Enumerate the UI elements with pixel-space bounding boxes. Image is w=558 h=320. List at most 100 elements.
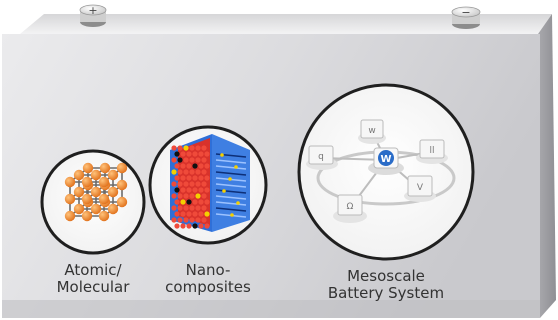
nano-particle [177, 205, 183, 211]
lattice-atom [64, 176, 76, 188]
nano-particle [180, 175, 186, 181]
node-bottom-right-label: V [417, 183, 424, 193]
nano-particle [192, 163, 198, 169]
nano-particle [186, 199, 192, 205]
nano-particle [180, 199, 186, 205]
nano-particle [171, 205, 177, 211]
label-atomic-line1: Atomic/ [64, 261, 122, 279]
nano-stripe [215, 171, 247, 176]
nano-particle [171, 169, 177, 175]
node-left: q [306, 145, 338, 170]
lattice-atom [81, 210, 93, 222]
nano-particle [183, 217, 189, 223]
nano-particle [189, 217, 195, 223]
nano-stripe [215, 159, 247, 164]
nano-particle [201, 157, 207, 163]
nano-particle [195, 145, 201, 151]
battery-top-face [20, 14, 552, 34]
nano-particle [180, 223, 186, 229]
lattice-atom [82, 162, 94, 174]
lattice-atom [90, 169, 102, 181]
nano-stripe [215, 207, 247, 212]
nano-particle [183, 181, 189, 187]
lattice-atom [116, 196, 128, 208]
nano-particle [228, 177, 232, 181]
nano-particle [204, 223, 210, 229]
nano-particle [201, 193, 207, 199]
atomic-lattice [64, 162, 128, 222]
nano-particle [174, 175, 180, 181]
nano-particle [180, 151, 186, 157]
node-bottom-left-label: Ω [347, 202, 354, 212]
nano-particle [198, 187, 204, 193]
nano-particle [198, 151, 204, 157]
nano-particle [201, 217, 207, 223]
lattice-atom [81, 193, 93, 205]
lattice-atom [98, 176, 110, 188]
nano-particle [204, 175, 210, 181]
nano-particle [186, 211, 192, 217]
nano-particle [171, 193, 177, 199]
battery-side-face [538, 14, 556, 318]
nano-particle [204, 187, 210, 193]
negative-sign: − [461, 6, 470, 19]
nano-particle [171, 181, 177, 187]
lattice-atom [73, 203, 85, 215]
nano-particle [177, 169, 183, 175]
nano-particle [174, 199, 180, 205]
label-atomic-molecular: Atomic/ Molecular [43, 262, 143, 296]
nano-particle [180, 187, 186, 193]
nano-particle [192, 223, 198, 229]
node-bottom-right: V [404, 175, 436, 202]
nano-particle [204, 151, 210, 157]
lattice-atom [107, 203, 119, 215]
nano-particle [236, 201, 240, 205]
nano-particle [174, 151, 180, 157]
nano-side-face [212, 134, 250, 232]
nano-particle [201, 181, 207, 187]
nano-particle [201, 169, 207, 175]
nano-particle [201, 205, 207, 211]
positive-terminal: + [79, 4, 107, 27]
label-nano-line2: composites [165, 278, 251, 296]
label-atomic-line2: Molecular [56, 278, 130, 296]
nano-particle [177, 217, 183, 223]
nano-particle [201, 145, 207, 151]
label-nanocomposites: Nano- composites [158, 262, 258, 296]
nano-particle [174, 187, 180, 193]
node-right-label: ll [429, 146, 434, 156]
nano-particle [195, 193, 201, 199]
lattice-atom [116, 162, 128, 174]
nano-particle [189, 181, 195, 187]
nano-particle [204, 199, 210, 205]
positive-sign: + [88, 4, 97, 17]
nano-particle [186, 187, 192, 193]
nano-particle [186, 163, 192, 169]
nano-particle [195, 157, 201, 163]
nano-particle [192, 151, 198, 157]
lattice-atom [107, 169, 119, 181]
nano-particle [183, 205, 189, 211]
nano-particle [192, 199, 198, 205]
nano-stripe [215, 189, 247, 194]
nano-particle [189, 157, 195, 163]
lattice-atom [116, 179, 128, 191]
nano-particle [195, 181, 201, 187]
nano-particle [198, 211, 204, 217]
lattice-atom [64, 193, 76, 205]
nano-particle [174, 163, 180, 169]
nano-stripe [215, 183, 247, 188]
negative-terminal: − [451, 6, 481, 29]
nano-particle [186, 151, 192, 157]
lattice-atom [90, 186, 102, 198]
nano-particle [174, 211, 180, 217]
nano-particle [189, 193, 195, 199]
node-left-label: q [318, 152, 324, 162]
nano-particle [171, 145, 177, 151]
nano-particle [171, 157, 177, 163]
nano-stripe [215, 165, 247, 170]
lattice-atom [73, 169, 85, 181]
nano-particle [186, 175, 192, 181]
nano-particle [220, 153, 224, 157]
